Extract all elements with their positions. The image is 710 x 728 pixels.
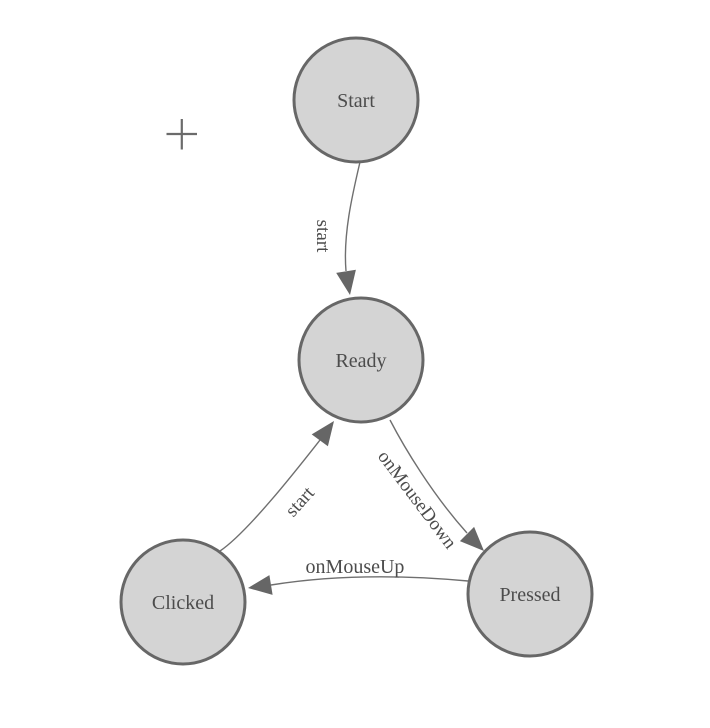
arrowhead-into-clicked: [248, 575, 273, 595]
node-pressed[interactable]: Pressed: [466, 530, 594, 658]
crosshair-cursor-icon: [166, 119, 197, 150]
edge-label-ready-to-pressed: onMouseDown: [373, 447, 461, 554]
edge-ready-to-pressed[interactable]: onMouseDown: [373, 419, 484, 554]
node-clicked[interactable]: Clicked: [119, 538, 247, 666]
arrowhead-into-ready-from-start: [336, 269, 356, 295]
node-ready[interactable]: Ready: [297, 296, 425, 424]
edge-start-to-ready-path[interactable]: [344, 161, 361, 272]
edge-clicked-to-ready-path[interactable]: [219, 439, 321, 552]
arrowhead-into-ready-from-clicked: [311, 421, 334, 447]
edge-pressed-to-clicked-path[interactable]: [270, 576, 469, 586]
edge-start-to-ready[interactable]: start: [312, 161, 361, 295]
node-start[interactable]: Start: [292, 36, 420, 164]
arrowhead-into-pressed: [459, 526, 484, 551]
edge-pressed-to-clicked[interactable]: onMouseUp: [248, 556, 469, 595]
node-clicked-circle[interactable]: [119, 538, 247, 666]
node-pressed-circle[interactable]: [466, 530, 594, 658]
node-pressed-label: Pressed: [499, 584, 560, 606]
edge-label-clicked-to-ready: start: [281, 482, 319, 521]
edge-label-pressed-to-clicked: onMouseUp: [306, 556, 405, 578]
edge-label-start-to-ready: start: [312, 220, 333, 253]
node-ready-label: Ready: [335, 350, 386, 372]
node-clicked-label: Clicked: [152, 592, 214, 614]
edge-ready-to-pressed-path[interactable]: [389, 419, 468, 534]
node-start-circle[interactable]: [292, 36, 420, 164]
edge-clicked-to-ready[interactable]: start: [219, 421, 334, 552]
node-ready-circle[interactable]: [297, 296, 425, 424]
node-start-label: Start: [337, 90, 375, 112]
